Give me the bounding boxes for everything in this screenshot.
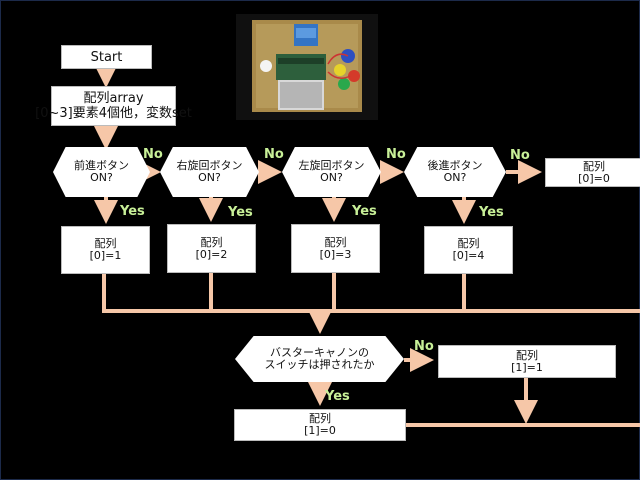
label-yes-2: Yes <box>228 205 253 220</box>
set-array0-4-title: 配列 <box>457 237 480 250</box>
decision-forward-line-1: 前進ボタン <box>74 159 129 172</box>
label-no-4: No <box>510 148 530 163</box>
decision-cannon-line-2: スイッチは押されたか <box>264 358 375 371</box>
start-terminal: Start <box>61 45 152 69</box>
set-array0-3-value: [0]=3 <box>319 247 352 261</box>
set-array1-one-value: [1]=1 <box>511 360 543 374</box>
set-array1-zero-title: 配列 <box>309 412 331 425</box>
set-array1-zero-box: 配列 [1]=0 <box>234 409 406 441</box>
white-button-image <box>260 60 272 72</box>
init-line-1: 配列array <box>83 91 144 106</box>
init-line-2: [0~3]要素4個他，変数set <box>35 106 192 121</box>
start-text: Start <box>90 49 123 65</box>
label-yes-1: Yes <box>120 204 145 219</box>
set-array0-zero-box: 配列 [0]=0 <box>545 158 640 187</box>
set-array0-2-box: 配列 [0]=2 <box>167 224 256 273</box>
label-no-3: No <box>386 147 406 162</box>
label-no-2: No <box>264 147 284 162</box>
init-process-box: 配列array [0~3]要素4個他，変数set <box>35 86 192 126</box>
set-array0-zero-title: 配列 <box>583 159 605 173</box>
set-array1-one-title: 配列 <box>516 348 538 362</box>
set-array0-zero-value: [0]=0 <box>578 171 610 185</box>
label-yes-3: Yes <box>352 204 377 219</box>
set-array0-1-value: [0]=1 <box>89 249 122 262</box>
decision-right-line-2: ON? <box>198 171 221 184</box>
decision-right-line-1: 右旋回ボタン <box>176 159 243 172</box>
set-array0-2-value: [0]=2 <box>195 247 228 261</box>
green-button-image <box>338 78 350 90</box>
set-array0-3-title: 配列 <box>324 235 347 249</box>
label-yes-4: Yes <box>479 205 504 220</box>
decision-left-turn-button: 左旋回ボタン ON? <box>282 147 381 197</box>
decision-back-line-2: ON? <box>443 171 467 184</box>
merge-line <box>102 274 640 313</box>
set-array0-1-box: 配列 [0]=1 <box>61 226 150 274</box>
set-array0-1-title: 配列 <box>94 237 117 250</box>
controller-photo <box>236 14 378 120</box>
decision-buster-cannon-switch: バスターキャノンの スイッチは押されたか <box>235 336 404 382</box>
set-array0-4-value: [0]=4 <box>452 249 485 262</box>
decision-forward-line-2: ON? <box>90 171 113 184</box>
label-no-1: No <box>143 147 163 162</box>
set-array0-2-title: 配列 <box>200 235 223 249</box>
set-array1-zero-value: [1]=0 <box>304 424 336 437</box>
decision-cannon-line-1: バスターキャノンの <box>270 346 369 359</box>
yellow-button-image <box>334 64 346 76</box>
arduino-board-image <box>276 54 326 80</box>
decision-forward-button: 前進ボタン ON? <box>53 147 150 197</box>
set-array0-3-box: 配列 [0]=3 <box>291 224 380 273</box>
decision-back-button: 後進ボタン ON? <box>404 147 506 197</box>
label-cannon-no: No <box>414 339 434 354</box>
decision-right-turn-button: 右旋回ボタン ON? <box>160 147 259 197</box>
decision-left-line-1: 左旋回ボタン <box>298 159 365 172</box>
decision-left-line-2: ON? <box>320 171 343 184</box>
set-array0-4-box: 配列 [0]=4 <box>424 226 513 274</box>
set-array1-one-box: 配列 [1]=1 <box>438 345 616 378</box>
decision-back-line-1: 後進ボタン <box>427 159 483 172</box>
label-cannon-yes: Yes <box>325 389 350 404</box>
red-button-image <box>348 70 360 82</box>
